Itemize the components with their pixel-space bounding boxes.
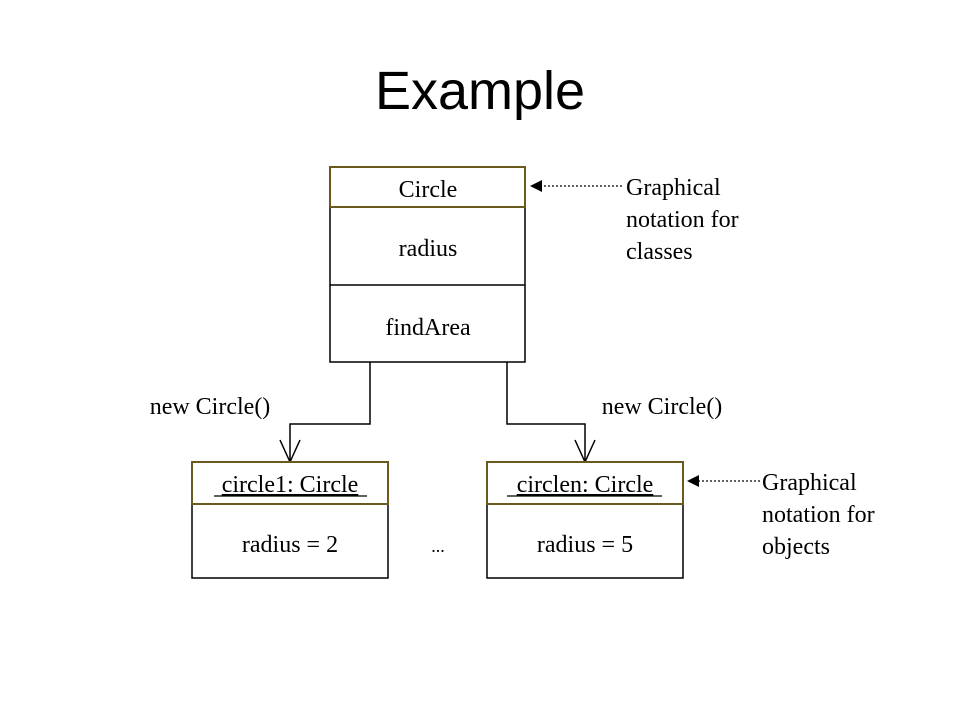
class-name: Circle — [399, 177, 458, 203]
object-value: radius = 5 — [537, 532, 633, 558]
instantiation-connectors: new Circle() new Circle() — [150, 362, 723, 464]
object-box-outline — [486, 461, 684, 579]
object-box-circle1: circle1: Circle radius = 2 — [191, 461, 389, 579]
ellipsis: ... — [431, 536, 445, 556]
left-connector-line — [289, 362, 371, 462]
objects-note-line-3: objects — [762, 534, 830, 560]
left-instantiation-label: new Circle() — [150, 394, 271, 420]
object-name: circle1: Circle — [222, 472, 359, 498]
classes-note-line-2: notation for — [626, 207, 739, 233]
objects-note-line-1: Graphical — [762, 470, 857, 496]
class-box: Circle radius findArea — [329, 166, 526, 363]
right-connector-line — [506, 362, 586, 462]
object-value: radius = 2 — [242, 532, 338, 558]
object-name-compartment — [191, 461, 389, 505]
class-box-outline — [329, 166, 526, 363]
class-name-compartment — [329, 166, 526, 208]
object-box-outline — [191, 461, 389, 579]
classes-note-line-3: classes — [626, 239, 693, 265]
slide-title: Example — [374, 61, 586, 121]
note-objects: Graphical notation for objects — [687, 470, 875, 560]
object-name: circlen: Circle — [517, 472, 654, 498]
object-name-compartment — [486, 461, 684, 505]
class-method: findArea — [385, 315, 471, 341]
right-instantiation-label: new Circle() — [602, 394, 723, 420]
classes-note-line-1: Graphical — [626, 175, 721, 201]
note-classes: Graphical notation for classes — [530, 175, 739, 265]
class-attribute: radius — [399, 236, 458, 262]
object-box-circlen: circlen: Circle radius = 5 — [486, 461, 684, 579]
objects-note-line-2: notation for — [762, 502, 875, 528]
